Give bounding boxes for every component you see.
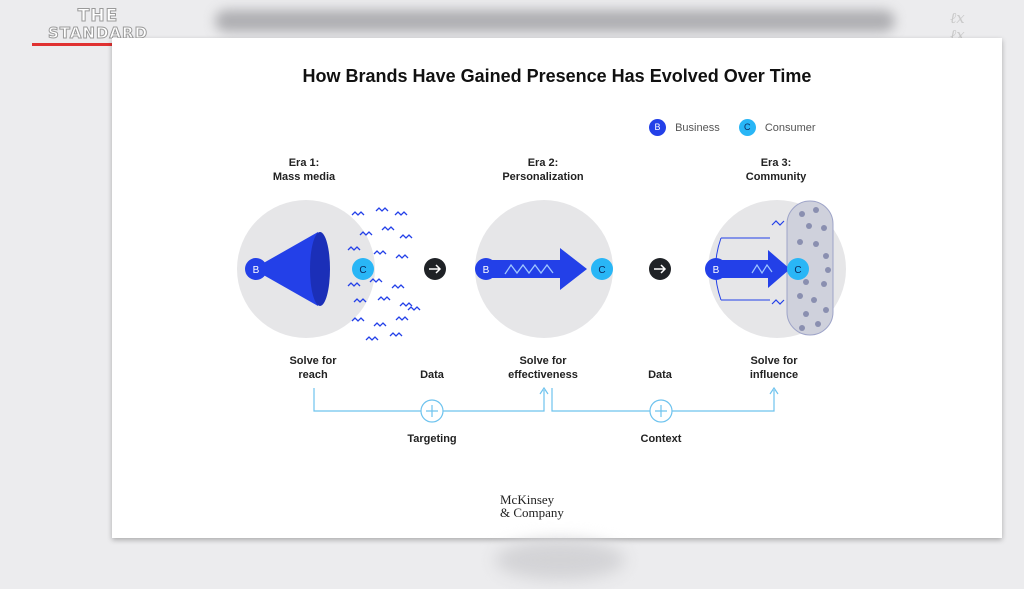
floor-reflection bbox=[495, 540, 625, 580]
community-dot bbox=[806, 223, 812, 229]
consumer-node-2-label: C bbox=[598, 265, 605, 276]
era-2-title: Era 2: Personalization bbox=[502, 157, 584, 183]
era-2-graphic: B C bbox=[475, 200, 613, 338]
era-3-title: Era 3: Community bbox=[745, 157, 807, 183]
blurred-caption bbox=[215, 10, 895, 32]
era-1-title: Era 1: Mass media bbox=[272, 157, 336, 183]
era-1-graphic: B C bbox=[237, 200, 421, 341]
mckinsey-logo: McKinsey & Company bbox=[500, 492, 564, 520]
wave-mark bbox=[381, 226, 395, 231]
community-dot bbox=[813, 207, 819, 213]
business-node-2-label: B bbox=[483, 265, 490, 276]
community-dot bbox=[799, 211, 805, 217]
wave-mark bbox=[399, 234, 413, 239]
wave-mark bbox=[373, 322, 387, 327]
consumer-node-1 bbox=[352, 258, 374, 280]
evolution-diagram: B C B C bbox=[237, 200, 846, 423]
connector-2-bottom-label: Context bbox=[640, 433, 682, 445]
consumer-node-3 bbox=[787, 258, 809, 280]
influence-arrow-icon bbox=[710, 250, 790, 288]
community-dot bbox=[813, 241, 819, 247]
wave-mark bbox=[347, 246, 361, 251]
business-legend-dot: B bbox=[649, 119, 666, 136]
wave-mark bbox=[359, 231, 373, 236]
community-dot bbox=[797, 293, 803, 299]
wave-mark bbox=[395, 254, 409, 259]
community-dot bbox=[799, 325, 805, 331]
business-node-1 bbox=[245, 258, 267, 280]
consumer-legend-label: Consumer bbox=[764, 121, 816, 134]
wave-mark bbox=[394, 211, 408, 216]
wave-mark bbox=[407, 306, 421, 311]
consumer-node-1-label: C bbox=[359, 265, 366, 276]
community-dot bbox=[821, 281, 827, 287]
slide: How Brands Have Gained Presence Has Evol… bbox=[112, 38, 1002, 538]
wave-mark bbox=[377, 296, 391, 301]
wave-mark bbox=[369, 278, 383, 283]
community-dot bbox=[803, 279, 809, 285]
consumer-node-2 bbox=[591, 258, 613, 280]
community-dot bbox=[821, 225, 827, 231]
connector-lines bbox=[313, 386, 779, 423]
wave-mark bbox=[353, 298, 367, 303]
connector-2-top-label: Data bbox=[648, 369, 672, 381]
consumer-legend-dot: C bbox=[738, 119, 756, 136]
era-1-solve-label: Solve for reach bbox=[289, 355, 337, 381]
legend: B Business C Consumer bbox=[649, 119, 816, 136]
business-node-1-label: B bbox=[253, 265, 260, 276]
community-dot bbox=[811, 297, 817, 303]
wave-mark bbox=[351, 211, 365, 216]
era-2-solve-label: Solve for effectiveness bbox=[508, 355, 578, 381]
connector-1-top-label: Data bbox=[420, 369, 444, 381]
wave-mark bbox=[347, 282, 361, 287]
megaphone-mouth bbox=[310, 232, 330, 306]
community-dot bbox=[803, 311, 809, 317]
era-3-solve-label: Solve for influence bbox=[749, 355, 799, 381]
business-node-3 bbox=[705, 258, 727, 280]
community-dot bbox=[825, 267, 831, 273]
slide-title: How Brands Have Gained Presence Has Evol… bbox=[302, 66, 812, 86]
wave-mark bbox=[391, 284, 405, 289]
wave-mark bbox=[365, 336, 379, 341]
community-dots bbox=[797, 207, 831, 331]
community-dot bbox=[815, 321, 821, 327]
business-node-3-label: B bbox=[713, 265, 720, 276]
business-legend-label: Business bbox=[675, 121, 720, 134]
wave-mark bbox=[373, 250, 387, 255]
consumer-node-3-label: C bbox=[794, 265, 801, 276]
business-node-2 bbox=[475, 258, 497, 280]
era-3-graphic: B C bbox=[705, 200, 846, 338]
community-dot bbox=[823, 253, 829, 259]
wave-mark bbox=[351, 317, 365, 322]
wave-mark bbox=[399, 302, 413, 307]
the-standard-logo: THE STANDARD bbox=[28, 7, 168, 46]
connector-1-bottom-label: Targeting bbox=[407, 433, 457, 445]
wave-mark bbox=[389, 332, 403, 337]
signal-waves bbox=[347, 207, 421, 341]
logo-underline bbox=[32, 43, 164, 46]
community-dot bbox=[797, 239, 803, 245]
wave-mark bbox=[395, 316, 409, 321]
megaphone-icon bbox=[253, 232, 318, 306]
wave-mark bbox=[375, 207, 389, 212]
direct-arrow-icon bbox=[480, 248, 587, 290]
zigzag-signal bbox=[504, 263, 554, 275]
community-dot bbox=[823, 307, 829, 313]
